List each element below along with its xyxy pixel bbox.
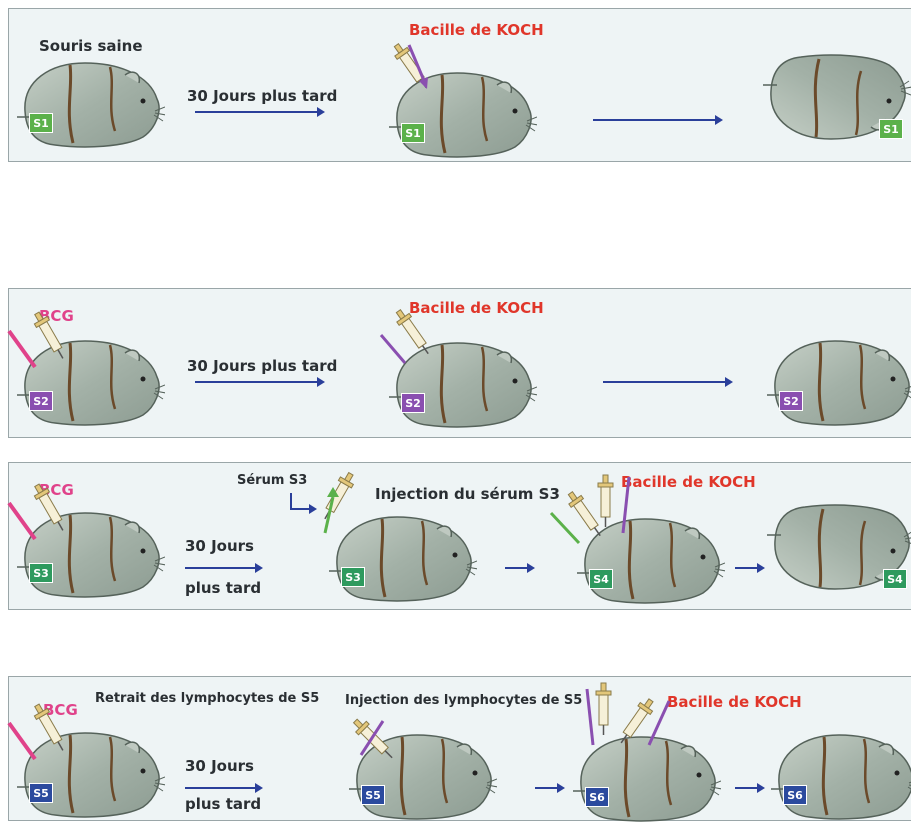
arrow-right-icon: [505, 561, 535, 575]
mouse-s1-initial: S1: [15, 51, 165, 151]
time-label-line1: 30 Jours: [185, 537, 254, 555]
lymphocyte-syringe-icon: [583, 683, 623, 753]
syringe-icon: [387, 45, 447, 105]
mouse-tag: S4: [883, 569, 907, 589]
mouse-tag: S5: [29, 783, 53, 803]
experiment-row-1: Souris saine S1 30 Jours plus tard Bacil…: [8, 8, 911, 162]
koch-label: Bacille de KOCH: [667, 693, 802, 711]
arrow-right-icon: [735, 561, 765, 575]
mouse-s2-alive: S2: [765, 329, 911, 429]
serum-label: Sérum S3: [237, 473, 307, 488]
mouse-s6-alive: S6: [769, 723, 911, 823]
mouse-tag: S2: [29, 391, 53, 411]
mouse-s4-dead: S4: [765, 501, 911, 601]
experiment-row-3: BCG S3 30 Jours plus tard Sérum S3 Injec…: [8, 462, 911, 610]
arrow-right-icon: [603, 375, 733, 389]
koch-syringe-icon: [619, 697, 679, 757]
time-label-line1: 30 Jours: [185, 757, 254, 775]
experiment-row-2: BCG S2 30 Jours plus tard Bacille de KOC…: [8, 288, 911, 438]
koch-label: Bacille de KOCH: [409, 21, 544, 39]
mouse-tag: S4: [589, 569, 613, 589]
mouse-tag: S1: [401, 123, 425, 143]
mouse-tag: S6: [783, 785, 807, 805]
time-label: 30 Jours plus tard: [187, 87, 337, 105]
syringe-icon: [379, 311, 439, 371]
guinea-pig-icon: [15, 51, 165, 151]
bcg-syringe-icon: [9, 707, 69, 767]
serum-syringe-icon: [315, 467, 375, 533]
injection-label: Injection des lymphocytes de S5: [345, 693, 582, 708]
mouse-tag: S6: [585, 787, 609, 807]
arrow-right-icon: [195, 375, 325, 389]
mouse-tag: S1: [879, 119, 903, 139]
mouse-tag: S3: [341, 567, 365, 587]
bcg-syringe-icon: [9, 487, 69, 547]
mouse-s1-dead: S1: [761, 51, 911, 151]
time-label-line2: plus tard: [185, 579, 261, 597]
mouse-tag: S2: [401, 393, 425, 413]
removal-label: Retrait des lymphocytes de S5: [95, 691, 319, 706]
mouse-tag: S2: [779, 391, 803, 411]
arrow-right-icon: [185, 781, 263, 795]
arrow-right-icon: [593, 113, 723, 127]
koch-syringe-icon: [593, 475, 643, 545]
mouse-tag: S1: [29, 113, 53, 133]
experiment-row-4: BCG Retrait des lymphocytes de S5 S5 30 …: [8, 676, 911, 821]
mouse-tag: S5: [361, 785, 385, 805]
guinea-pig-icon: [769, 723, 911, 823]
mouse-tag: S3: [29, 563, 53, 583]
lymphocyte-syringe-icon: [337, 717, 407, 767]
arrow-right-icon: [535, 781, 565, 795]
time-label: 30 Jours plus tard: [187, 357, 337, 375]
bcg-syringe-icon: [9, 315, 69, 375]
guinea-pig-icon: [765, 329, 911, 429]
arrow-right-icon: [185, 561, 263, 575]
time-label-line2: plus tard: [185, 795, 261, 813]
arrow-right-icon: [735, 781, 765, 795]
arrow-right-icon: [195, 105, 325, 119]
injection-label: Injection du sérum S3: [375, 485, 560, 503]
